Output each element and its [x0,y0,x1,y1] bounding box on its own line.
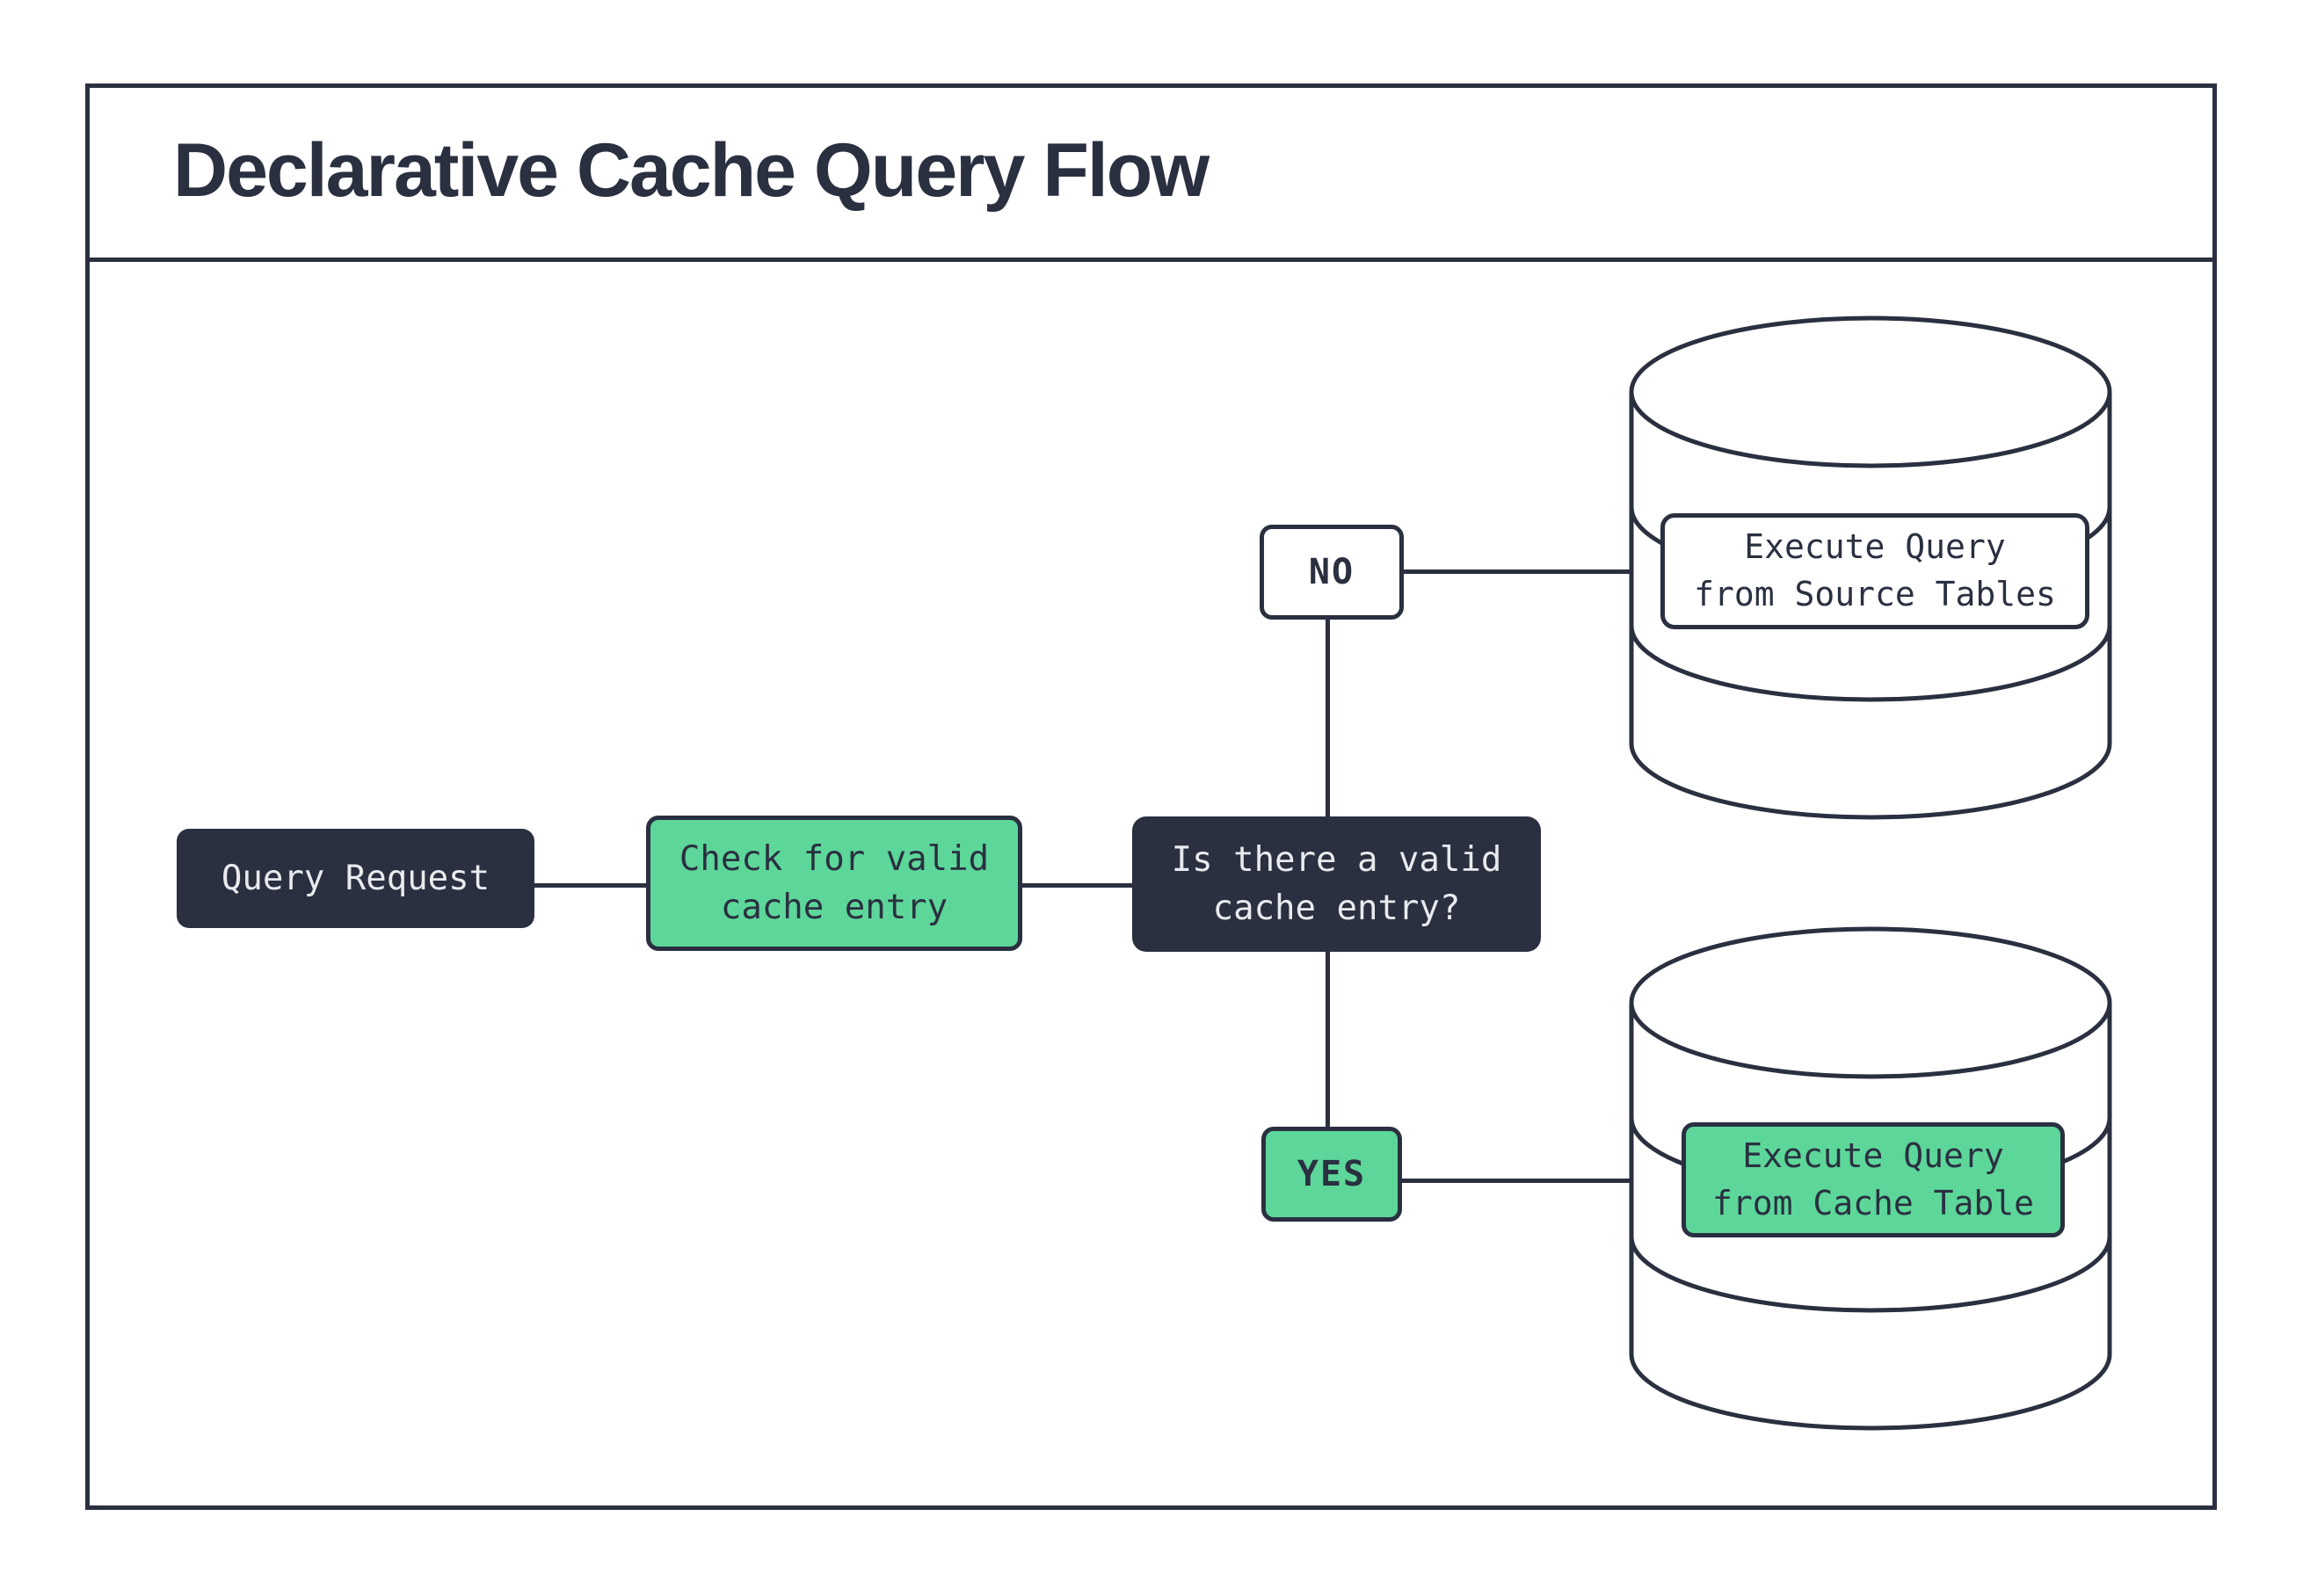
page-title: Declarative Cache Query Flow [173,128,1210,213]
node-decision: Is there a valid cache entry? [1132,816,1541,952]
node-execute-source: Execute Query from Source Tables [1660,513,2089,629]
node-yes-label: YES [1297,1153,1367,1194]
diagram-header: Declarative Cache Query Flow [85,83,2217,262]
connector-check-to-decision [1022,883,1132,888]
node-check-cache-line1: Check for valid [679,838,990,879]
connector-no-to-source-db [1404,569,1631,574]
node-query-request-label: Query Request [221,858,490,898]
node-execute-source-line1: Execute Query [1744,527,2006,567]
node-query-request: Query Request [177,829,534,928]
connector-no-to-decision [1326,615,1330,819]
node-decision-line2: cache entry? [1212,889,1461,928]
node-execute-cache-line1: Execute Query [1742,1135,2004,1175]
node-execute-cache: Execute Query from Cache Table [1682,1122,2065,1237]
node-execute-cache-line2: from Cache Table [1711,1183,2035,1222]
node-no-label: NO [1308,551,1355,592]
connector-query-to-check [534,883,646,888]
node-no-branch: NO [1260,525,1404,620]
connector-decision-to-yes [1326,949,1330,1130]
node-check-cache: Check for valid cache entry [646,816,1022,951]
node-check-cache-line2: cache entry [720,888,948,927]
connector-yes-to-cache-db [1402,1179,1631,1183]
node-decision-line1: Is there a valid [1171,839,1502,880]
node-yes-branch: YES [1261,1127,1402,1222]
node-execute-source-line2: from Source Tables [1694,575,2056,613]
